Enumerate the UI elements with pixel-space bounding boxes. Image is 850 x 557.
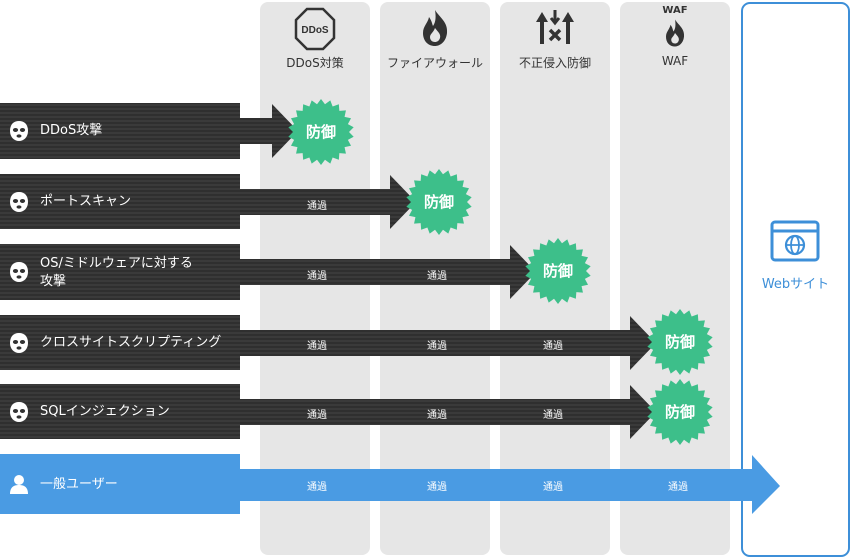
burst-shape xyxy=(288,99,354,165)
arrows-block-icon xyxy=(536,10,574,44)
user-arrow xyxy=(0,454,780,514)
attack-arrow-sqli xyxy=(0,384,656,439)
burst-shape xyxy=(647,379,713,445)
pass-label: 通過 xyxy=(307,410,327,421)
mask-icon xyxy=(10,402,28,422)
browser-globe-icon xyxy=(770,220,820,262)
flame-icon xyxy=(423,10,448,46)
attack-arrow-os xyxy=(0,244,536,300)
ddos-octagon-icon: DDoS xyxy=(294,7,336,51)
pass-label: 通過 xyxy=(543,482,563,493)
user-icon xyxy=(10,475,28,494)
defend-label: 防御 xyxy=(664,403,695,421)
pass-label: 通過 xyxy=(427,410,447,421)
pass-label: 通過 xyxy=(307,271,327,282)
waf-icon-text: WAF xyxy=(662,5,688,16)
waf-flame-icon xyxy=(666,19,685,47)
attack-arrow-ddos xyxy=(0,103,298,159)
mask-icon xyxy=(10,121,28,141)
pass-label: 通過 xyxy=(307,482,327,493)
row-label-os-line1: OS/ミドルウェアに対する xyxy=(40,256,193,271)
defend-label: 防御 xyxy=(664,333,695,351)
row-label-xss: クロスサイトスクリプティング xyxy=(40,335,222,350)
pass-label: 通過 xyxy=(543,341,563,352)
defend-label: 防御 xyxy=(305,123,336,141)
defend-badge-waf-xss: 防御 xyxy=(646,308,714,376)
mask-icon xyxy=(10,262,28,282)
attack-arrow-xss xyxy=(0,315,656,370)
website-label: Webサイト xyxy=(761,277,830,292)
pass-label: 通過 xyxy=(427,341,447,352)
defend-label: 防御 xyxy=(423,193,454,211)
row-label-ddos: DDoS攻撃 xyxy=(40,123,103,138)
column-title-firewall: ファイアウォール xyxy=(386,56,483,70)
burst-shape xyxy=(525,238,591,304)
defend-badge-firewall: 防御 xyxy=(405,168,473,236)
row-label-portscan: ポートスキャン xyxy=(40,194,132,209)
burst-shape xyxy=(406,169,472,235)
row-label-sqli: SQLインジェクション xyxy=(40,404,170,419)
attack-arrow-portscan xyxy=(0,174,416,229)
ddos-icon-text: DDoS xyxy=(301,25,329,36)
pass-label: 通過 xyxy=(307,201,327,212)
column-title-ddos: DDoS対策 xyxy=(286,56,344,70)
burst-shape xyxy=(647,309,713,375)
mask-icon xyxy=(10,192,28,212)
pass-label: 通過 xyxy=(307,341,327,352)
mask-icon xyxy=(10,333,28,353)
column-title-waf: WAF xyxy=(661,54,689,68)
defend-badge-ips: 防御 xyxy=(524,237,592,305)
pass-label: 通過 xyxy=(543,410,563,421)
defend-badge-waf-sqli: 防御 xyxy=(646,378,714,446)
row-label-user: 一般ユーザー xyxy=(40,477,118,492)
pass-label: 通過 xyxy=(668,482,688,493)
column-title-ips: 不正侵入防御 xyxy=(518,56,591,70)
row-label-os-line2: 攻撃 xyxy=(40,274,67,289)
pass-label: 通過 xyxy=(427,482,447,493)
defend-badge-ddos: 防御 xyxy=(287,98,355,166)
defend-label: 防御 xyxy=(542,262,573,280)
pass-label: 通過 xyxy=(427,271,447,282)
column-waf xyxy=(620,2,730,555)
